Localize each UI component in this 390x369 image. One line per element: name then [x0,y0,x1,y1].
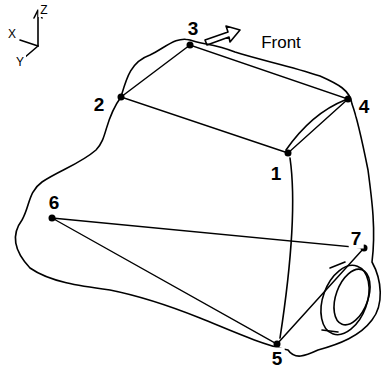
front-arrow [205,26,240,45]
cover-edge [286,100,345,150]
top-quad-lines [121,45,348,153]
point-dot [118,94,125,101]
pulley-edge [322,330,338,332]
pulley-outer [312,259,378,342]
point-dot [49,215,56,222]
point-dot [345,96,352,103]
lower-triangle-lines [52,218,364,344]
point-dot [285,150,292,157]
front-edge [280,158,293,338]
callout-number: 5 [270,347,285,368]
pulley-face [327,264,377,329]
pulley-edge [330,262,345,268]
callout-number: 2 [92,94,107,115]
direction-label: Front [259,33,303,52]
callout-number: 3 [186,18,201,39]
callout-number: 4 [357,96,372,117]
z-axis [37,12,39,46]
x-axis [20,40,38,46]
axis-label: X [6,27,18,41]
axis-label: Y [14,55,26,69]
callout-number: 7 [349,228,364,249]
point-dot [187,42,194,49]
y-axis [24,46,38,58]
axis-label: Z [38,3,49,17]
callout-number: 1 [269,163,284,184]
callout-number: 6 [47,192,62,213]
engine-outline [15,39,380,356]
